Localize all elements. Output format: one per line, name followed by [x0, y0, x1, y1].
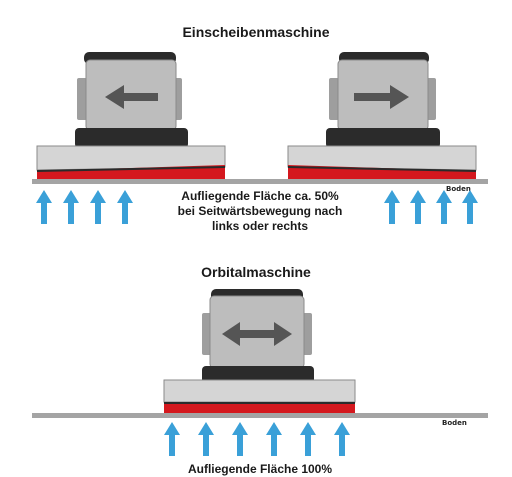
up-arrow-icon	[36, 190, 52, 224]
left-pad-gap	[37, 166, 225, 172]
up-arrow-icon	[462, 190, 478, 224]
up-arrow-icon	[198, 422, 214, 456]
top-left-arrow-group	[36, 190, 133, 224]
orbital-pad-gap	[164, 402, 355, 404]
up-arrow-icon	[63, 190, 79, 224]
left-single-disc-machine	[36, 52, 226, 179]
caption-line-1: Aufliegende Fläche ca. 50%	[181, 189, 339, 203]
orbital-caption-partial: Aufliegende Fläche 100%	[187, 462, 333, 476]
up-arrow-icon	[410, 190, 426, 224]
top-right-arrow-group	[384, 190, 478, 224]
right-housing	[326, 128, 440, 148]
right-motor-side-handle	[329, 78, 339, 120]
right-single-disc-machine	[287, 52, 477, 179]
up-arrow-icon	[384, 190, 400, 224]
orbital-machine	[163, 289, 356, 413]
single-disc-title: Einscheibenmaschine	[182, 24, 330, 40]
double-arrow-icon	[222, 322, 292, 346]
left-arrow-icon	[105, 85, 158, 109]
caption-line-2: bei Seitwärtsbewegung nach	[177, 204, 343, 218]
floor-label-top: Boden	[446, 185, 471, 193]
up-arrow-icon	[334, 422, 350, 456]
up-arrow-icon	[436, 190, 452, 224]
right-arrow-icon	[354, 85, 409, 109]
left-motor-side-handle	[77, 78, 87, 120]
up-arrow-icon	[300, 422, 316, 456]
floor-line-bottom	[32, 413, 488, 418]
orbital-title: Orbitalmaschine	[201, 264, 311, 280]
floor-label-bottom: Boden	[442, 419, 467, 427]
up-arrow-icon	[232, 422, 248, 456]
left-housing	[75, 128, 188, 148]
up-arrow-icon	[164, 422, 180, 456]
floor-line-top	[32, 179, 488, 184]
caption-line-3: links oder rechts	[211, 219, 309, 233]
single-disc-caption: Aufliegende Fläche ca. 50% bei Seitwärts…	[160, 189, 360, 234]
right-pad-gap	[288, 166, 476, 172]
up-arrow-icon	[90, 190, 106, 224]
bottom-arrow-group	[164, 422, 350, 456]
up-arrow-icon	[266, 422, 282, 456]
up-arrow-icon	[117, 190, 133, 224]
orbital-base-plate	[163, 379, 356, 403]
orbital-pad	[164, 404, 355, 413]
